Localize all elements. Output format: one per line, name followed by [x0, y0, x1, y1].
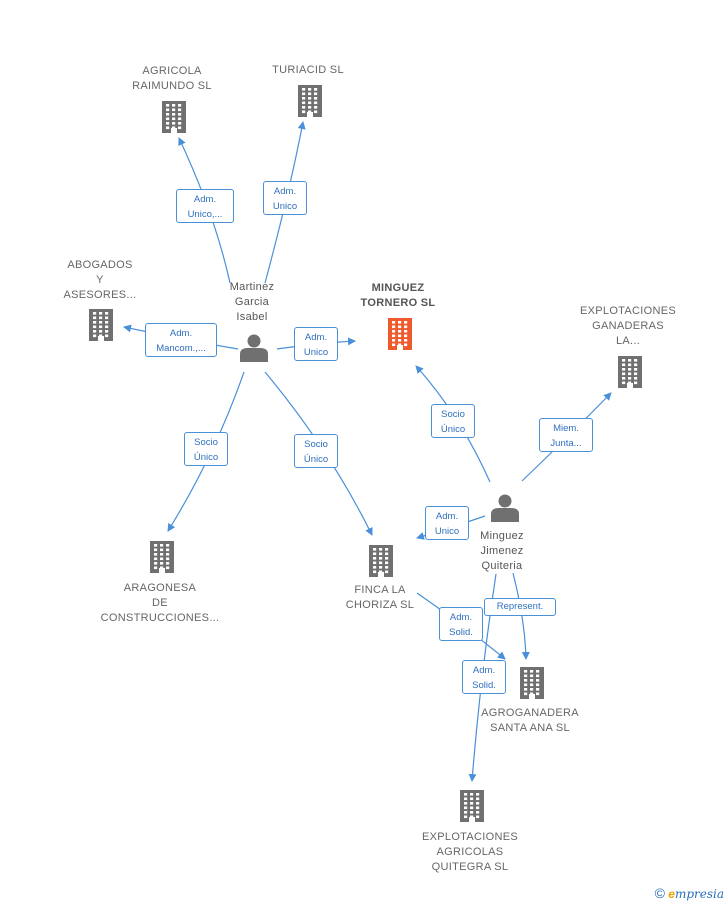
building-icon-explotaciones_ganaderas[interactable] — [618, 356, 642, 388]
node-label-finca[interactable]: FINCA LA CHORIZA SL — [345, 584, 415, 611]
edge-label-martinez-to-aragonesa[interactable]: Socio Único — [184, 432, 228, 466]
node-label-agricola[interactable]: AGRICOLA RAIMUNDO SL — [132, 65, 212, 92]
person-icon-minguez_jimenez[interactable] — [491, 494, 519, 523]
node-label-aragonesa[interactable]: ARAGONESA DE CONSTRUCCIONES... — [100, 581, 220, 624]
node-label-martinez[interactable]: Martinez Garcia Isabel — [229, 280, 275, 323]
edge-label-martinez-to-agricola[interactable]: Adm. Unico,... — [176, 189, 234, 223]
node-label-explotaciones_agricolas[interactable]: EXPLOTACIONES AGRICOLAS QUITEGRA SL — [422, 830, 518, 873]
building-icon-turiacid[interactable] — [298, 85, 322, 117]
brand-initial: e — [668, 887, 675, 901]
empresia-watermark[interactable]: © empresia — [655, 885, 724, 901]
building-icon-finca[interactable] — [369, 545, 393, 577]
building-icon-explotaciones_agricolas[interactable] — [460, 790, 484, 822]
edge-label-martinez-to-abogados[interactable]: Adm. Mancom.,... — [145, 323, 217, 357]
edge-minguez_jimenez-to-agroganadera — [512, 572, 530, 660]
building-icon-minguez_tornero[interactable] — [388, 318, 412, 350]
person-icon-martinez[interactable] — [240, 334, 268, 363]
building-icon-agroganadera[interactable] — [520, 667, 544, 699]
node-label-explotaciones_ganaderas[interactable]: EXPLOTACIONES GANADERAS LA... — [580, 304, 676, 347]
building-icon-aragonesa[interactable] — [150, 541, 174, 573]
edge-label-minguez_jimenez-to-explotaciones_agricolas[interactable]: Adm. Solid. — [462, 660, 506, 694]
building-icon-abogados[interactable] — [89, 309, 113, 341]
node-label-minguez_jimenez[interactable]: Minguez Jimenez Quiteria — [480, 529, 524, 572]
node-label-agroganadera[interactable]: AGROGANADERA SANTA ANA SL — [481, 707, 579, 734]
edge-label-minguez_jimenez-to-agroganadera[interactable]: Represent. — [484, 598, 556, 616]
building-icon-agricola[interactable] — [162, 101, 186, 133]
edge-label-martinez-to-minguez_tornero[interactable]: Adm. Unico — [294, 327, 338, 361]
copyright-icon: © — [654, 885, 665, 901]
node-label-abogados[interactable]: ABOGADOS Y ASESORES... — [63, 258, 137, 301]
edge-label-finca-to-agroganadera[interactable]: Adm. Solid. — [439, 607, 483, 641]
edge-label-minguez_jimenez-to-finca[interactable]: Adm. Unico — [425, 506, 469, 540]
brand-name: mpresia — [674, 887, 724, 901]
edge-label-martinez-to-finca[interactable]: Socio Único — [294, 434, 338, 468]
edge-label-minguez_jimenez-to-minguez_tornero[interactable]: Socio Único — [431, 404, 475, 438]
edge-label-minguez_jimenez-to-explotaciones_ganaderas[interactable]: Miem. Junta... — [539, 418, 593, 452]
icons-layer — [89, 85, 642, 822]
node-label-minguez_tornero[interactable]: MINGUEZ TORNERO SL — [360, 282, 436, 309]
node-label-turiacid[interactable]: TURIACID SL — [272, 63, 344, 76]
edge-label-martinez-to-turiacid[interactable]: Adm. Unico — [263, 181, 307, 215]
